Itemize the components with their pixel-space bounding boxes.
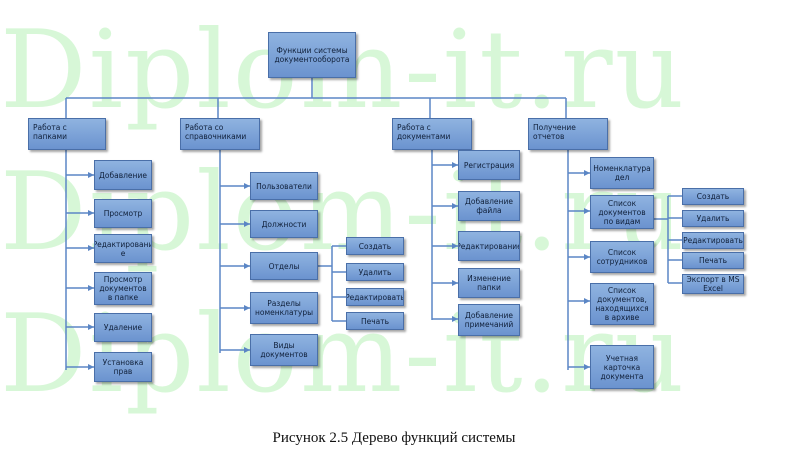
node-refs-print: Печать (346, 312, 404, 330)
node-reports-print: Печать (682, 252, 744, 269)
node-folders-edit: Редактировани е (94, 234, 152, 263)
node-reports-export-excel: Экспорт в MS Excel (682, 274, 744, 294)
node-refs-departments: Отделы (250, 252, 318, 280)
node-refs-doc-types: Виды документов (250, 334, 318, 366)
branch-reports: Получение отчетов (528, 118, 608, 150)
node-reports-create: Создать (682, 188, 744, 205)
node-reports-edit: Редактировать (682, 232, 744, 249)
figure-caption: Рисунок 2.5 Дерево функций системы (272, 430, 516, 446)
node-reports-archive: Список документов, находящихся в архиве (590, 283, 654, 325)
branch-references: Работа со справочниками (180, 118, 260, 150)
node-refs-delete: Удалить (346, 263, 404, 281)
node-folders-view: Просмотр (94, 199, 152, 228)
branch-documents: Работа с документами (392, 118, 472, 150)
connector-lines (65, 78, 682, 370)
root-node: Функции системы документооборота (268, 32, 356, 78)
node-folders-rights: Установка прав (94, 352, 152, 382)
node-reports-docs-by-type: Список документов по видам (590, 195, 654, 229)
node-reports-nomenclature: Номенклатура дел (590, 157, 654, 189)
node-folders-view-docs: Просмотр документов в папке (94, 272, 152, 305)
branch-folders: Работа с папками (28, 118, 106, 150)
node-refs-positions: Должности (250, 210, 318, 238)
node-docs-register: Регистрация (458, 150, 520, 180)
node-folders-add: Добавление (94, 160, 152, 190)
node-docs-change-folder: Изменение папки (458, 268, 520, 298)
node-refs-users: Пользователи (250, 172, 318, 200)
node-docs-add-file: Добавление файла (458, 191, 520, 221)
node-refs-nomenclature: Разделы номенклатуры (250, 292, 318, 324)
node-reports-delete: Удалить (682, 210, 744, 227)
node-reports-employees: Список сотрудников (590, 241, 654, 273)
node-refs-create: Создать (346, 237, 404, 255)
node-folders-delete: Удаление (94, 313, 152, 342)
node-refs-edit: Редактировать (346, 288, 404, 306)
node-docs-add-notes: Добавление примечаний (458, 304, 520, 336)
node-docs-edit: Редактирование (458, 231, 520, 261)
node-reports-doc-card: Учетная карточка документа (590, 345, 654, 389)
